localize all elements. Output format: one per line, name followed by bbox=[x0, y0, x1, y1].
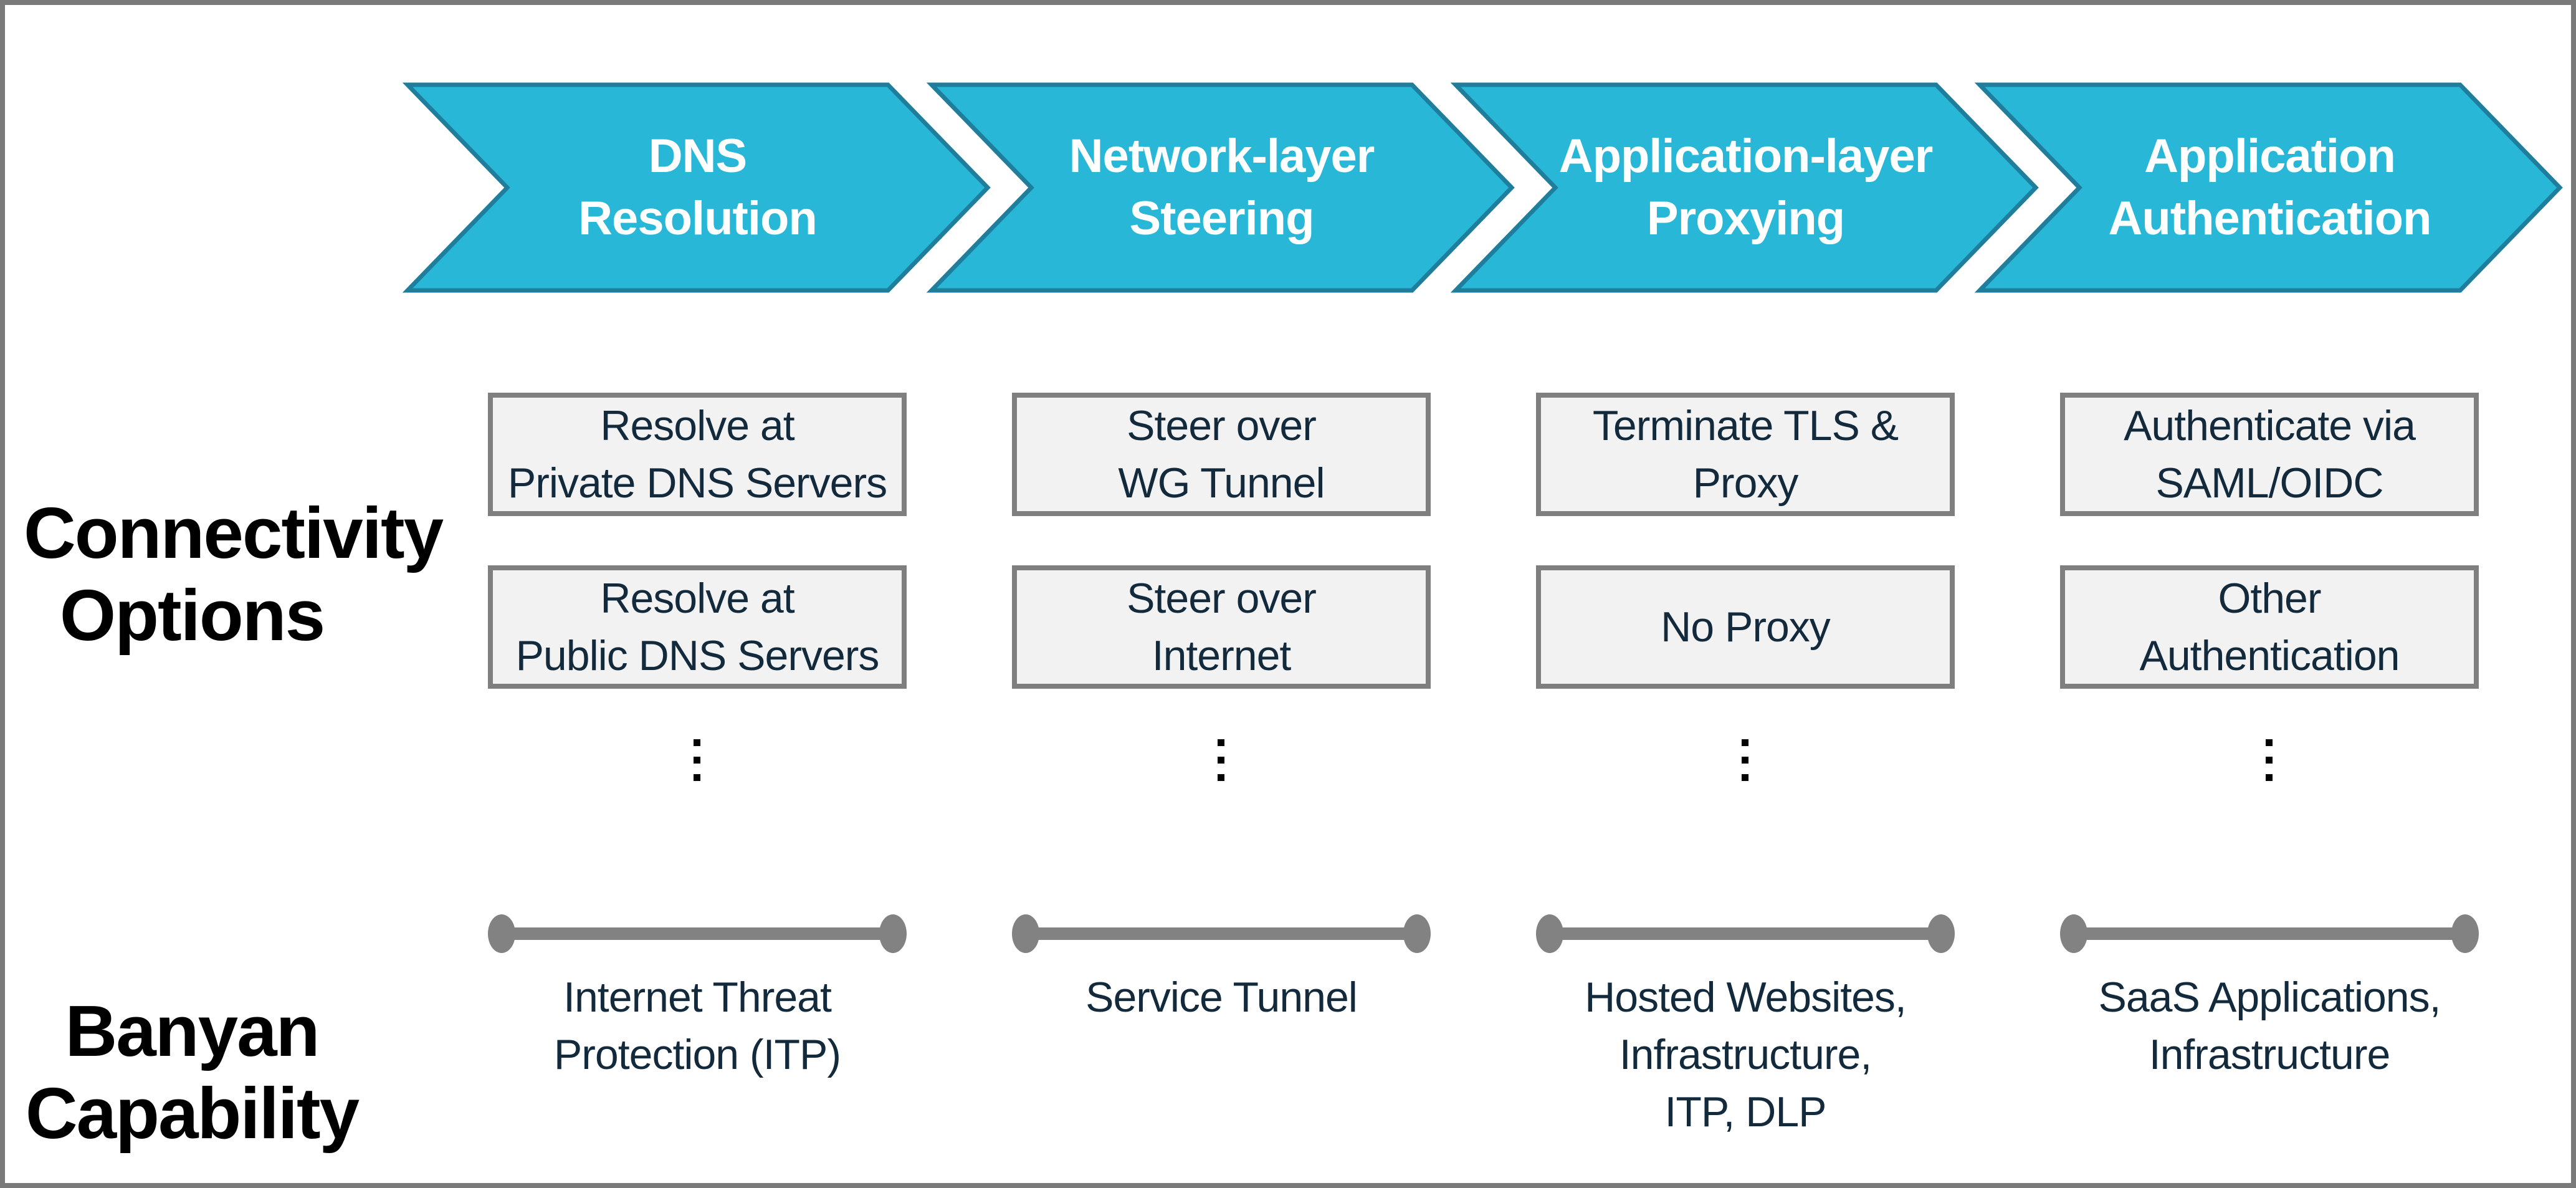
capability-span-connector bbox=[1012, 914, 1431, 953]
ellipsis-dot bbox=[1218, 757, 1224, 764]
chevron-arrow-shape bbox=[1450, 82, 2039, 293]
connector-endpoint bbox=[1927, 914, 1955, 953]
stage-arrow-network bbox=[926, 82, 1515, 293]
capability-span-connector bbox=[2060, 914, 2479, 953]
option-box: Resolve at Private DNS Servers bbox=[488, 393, 907, 516]
connector-endpoint bbox=[1403, 914, 1431, 953]
more-options-ellipsis bbox=[1218, 739, 1224, 781]
more-options-ellipsis bbox=[694, 739, 700, 781]
ellipsis-dot bbox=[694, 774, 700, 781]
option-box: Authenticate via SAML/OIDC bbox=[2060, 393, 2479, 516]
chevron-arrow-shape bbox=[1974, 82, 2563, 293]
stage-title-dns: DNS Resolution bbox=[578, 130, 818, 245]
option-box: No Proxy bbox=[1536, 565, 1955, 689]
stage-arrow-proxy bbox=[1450, 82, 2039, 293]
chevron-arrow-shape bbox=[402, 82, 991, 293]
chevron-arrow-shape bbox=[926, 82, 1515, 293]
capability-span-connector bbox=[488, 914, 907, 953]
option-box: Terminate TLS & Proxy bbox=[1536, 393, 1955, 516]
ellipsis-dot bbox=[2266, 739, 2273, 746]
stage-title-proxy: Application-layer Proxying bbox=[1558, 130, 1934, 245]
more-options-ellipsis bbox=[2266, 739, 2273, 781]
connector-endpoint bbox=[1012, 914, 1039, 953]
ellipsis-dot bbox=[1218, 774, 1224, 781]
stage-arrow-auth bbox=[1974, 82, 2563, 293]
ellipsis-dot bbox=[2266, 757, 2273, 764]
capability-label: Internet Threat Protection (ITP) bbox=[553, 974, 841, 1078]
more-options-ellipsis bbox=[1742, 739, 1748, 781]
capability-label: SaaS Applications, Infrastructure bbox=[2098, 974, 2441, 1078]
row-label-connectivity-options: Connectivity Options bbox=[24, 492, 444, 656]
capability-label: Service Tunnel bbox=[1085, 974, 1358, 1021]
ellipsis-dot bbox=[1742, 774, 1748, 781]
stage-title-auth: Application Authentication bbox=[2108, 130, 2432, 245]
connector-endpoint bbox=[2060, 914, 2087, 953]
ellipsis-dot bbox=[1218, 739, 1224, 746]
connector-endpoint bbox=[1536, 914, 1563, 953]
ellipsis-dot bbox=[1742, 757, 1748, 764]
option-box: Steer over Internet bbox=[1012, 565, 1431, 689]
option-box: Resolve at Public DNS Servers bbox=[488, 565, 907, 689]
stage-title-network: Network-layer Steering bbox=[1069, 130, 1375, 245]
ellipsis-dot bbox=[2266, 774, 2273, 781]
ellipsis-dot bbox=[694, 739, 700, 746]
stage-arrow-dns bbox=[402, 82, 991, 293]
capability-span-connector bbox=[1536, 914, 1955, 953]
capability-label: Hosted Websites, Infrastructure, ITP, DL… bbox=[1585, 974, 1907, 1136]
option-box: Other Authentication bbox=[2060, 565, 2479, 689]
option-box: Steer over WG Tunnel bbox=[1012, 393, 1431, 516]
ellipsis-dot bbox=[1742, 739, 1748, 746]
connector-endpoint bbox=[488, 914, 515, 953]
ellipsis-dot bbox=[694, 757, 700, 764]
connector-endpoint bbox=[2451, 914, 2479, 953]
row-label-banyan-capability: Banyan Capability bbox=[25, 990, 360, 1154]
connector-endpoint bbox=[879, 914, 907, 953]
